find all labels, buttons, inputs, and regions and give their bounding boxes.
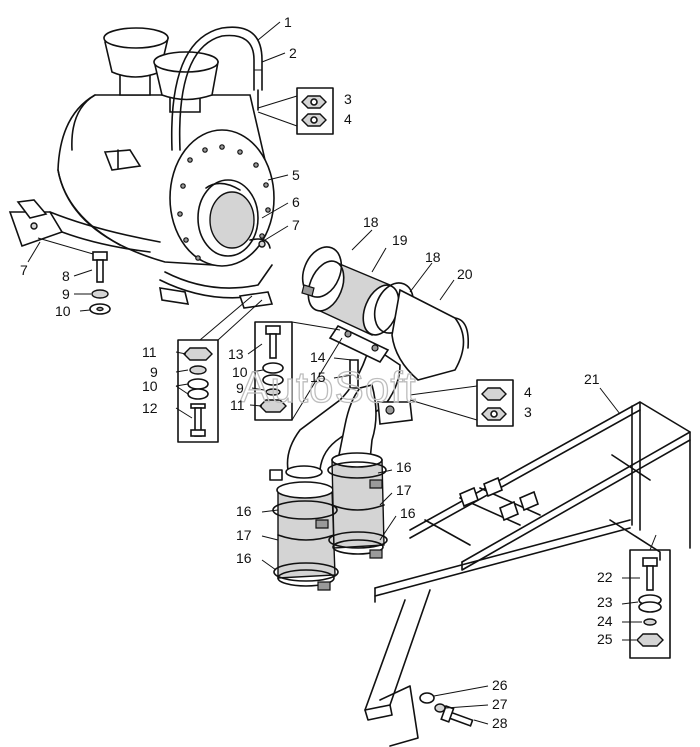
callout-20: 20: [457, 266, 473, 282]
callout-8: 8: [62, 268, 70, 284]
callout-12: 12: [142, 400, 158, 416]
callout-18: 18: [363, 214, 379, 230]
callout-16: 16: [396, 459, 412, 475]
callout-7: 7: [292, 217, 300, 233]
callout-14: 14: [310, 349, 326, 365]
callout-3: 3: [344, 91, 352, 107]
callout-17: 17: [236, 527, 252, 543]
watermark-text: AutoSoft: [240, 363, 417, 412]
hose-clamps-16: [272, 461, 388, 591]
indicator-hose-and-tube: [170, 26, 263, 151]
callout-24: 24: [597, 613, 613, 629]
callout-28: 28: [492, 715, 508, 731]
mounting-strap-lower: [159, 238, 274, 309]
fastener-box-3-4-right: [409, 379, 514, 427]
callout-9: 9: [62, 286, 70, 302]
fastener-box-26-28: [379, 685, 474, 747]
callout-17: 17: [396, 482, 412, 498]
callout-18: 18: [425, 249, 441, 265]
callout-16: 16: [236, 503, 252, 519]
callout-4: 4: [524, 384, 532, 400]
mounting-bracket-left: [8, 199, 161, 253]
callout-21: 21: [584, 371, 600, 387]
fastener-stack-8-10: [37, 237, 111, 315]
fastener-box-3-4-top: [257, 87, 334, 135]
callout-2: 2: [289, 45, 297, 61]
end-face-bolt-holes: [177, 144, 271, 261]
fastener-box-9-12: [177, 295, 263, 443]
callout-9: 9: [236, 380, 244, 396]
intake-elbow: [269, 288, 470, 481]
callout-4: 4: [344, 111, 352, 127]
callout-5: 5: [292, 167, 300, 183]
callout-10: 10: [55, 303, 71, 319]
callout-1: 1: [284, 14, 292, 30]
callout-22: 22: [597, 569, 613, 585]
callout-13: 13: [228, 346, 244, 362]
callout-27: 27: [492, 696, 508, 712]
support-frame: [364, 401, 691, 721]
lower-hose-left: [276, 481, 336, 587]
callout-labels: 1 2 3 4 5 6 7 7 8 9 10 11 9 10 12 13 10 …: [20, 14, 613, 731]
callout-7: 7: [20, 262, 28, 278]
callout-6: 6: [292, 194, 300, 210]
lower-hose-right: [331, 452, 385, 555]
callout-26: 26: [492, 677, 508, 693]
callout-10: 10: [142, 378, 158, 394]
callout-10: 10: [232, 364, 248, 380]
callout-11: 11: [230, 397, 245, 413]
callout-16: 16: [400, 505, 416, 521]
leader-lines: [27, 21, 642, 725]
intake-hose: [307, 260, 400, 336]
callout-11: 11: [142, 344, 157, 360]
fastener-box-22-25: [629, 534, 671, 659]
callout-19: 19: [392, 232, 408, 248]
air-cleaner-housing: [57, 94, 275, 267]
callout-15: 15: [310, 369, 326, 385]
callout-23: 23: [597, 594, 613, 610]
callout-3: 3: [524, 404, 532, 420]
elbow-bracket: [328, 324, 390, 389]
callout-16: 16: [236, 550, 252, 566]
callout-25: 25: [597, 631, 613, 647]
callout-9: 9: [150, 364, 158, 380]
